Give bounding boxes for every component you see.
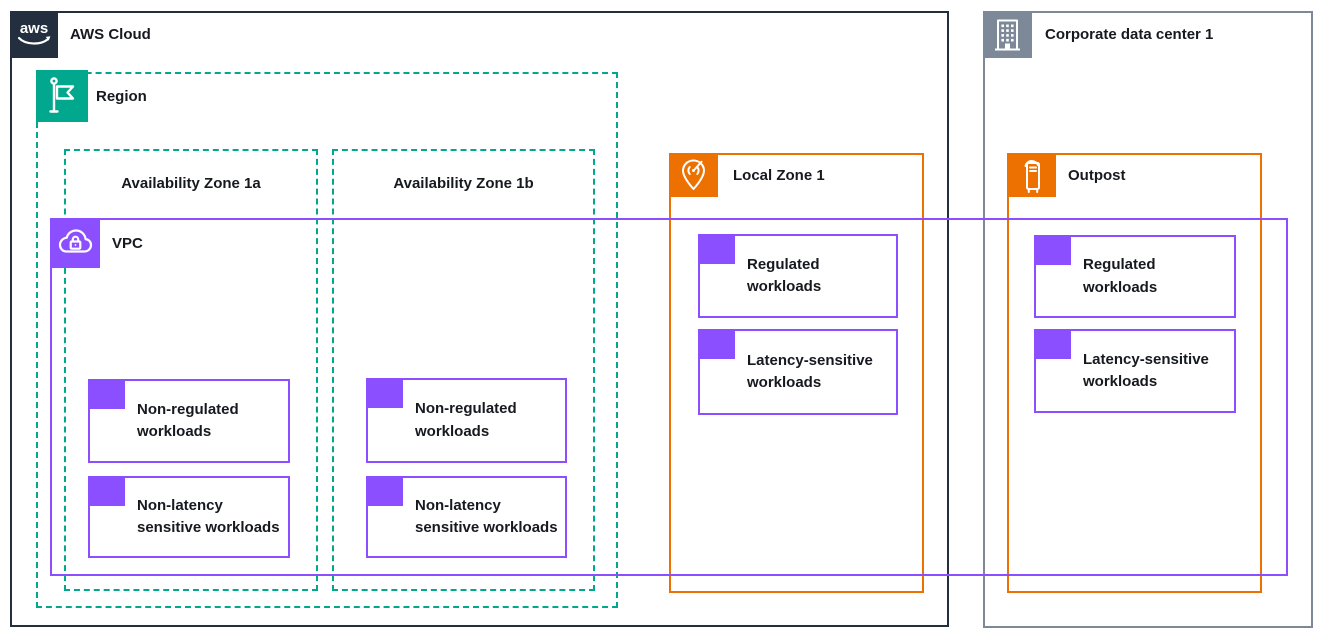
workload-box-outpost-regulated: Regulated workloads: [1034, 235, 1236, 318]
workload-corner-square: [88, 476, 125, 506]
workload-corner-square: [88, 379, 125, 409]
group-label-availability-zone-1a: Availability Zone 1a: [121, 175, 261, 192]
group-label-outpost: Outpost: [1068, 166, 1126, 184]
group-local-zone-1: Local Zone 1: [669, 153, 924, 593]
corporate-building-icon: [983, 11, 1032, 58]
workload-box-local-zone-latency-sensitive: Latency-sensitive workloads: [698, 329, 898, 415]
workload-label-line: workloads: [747, 278, 822, 295]
workload-label-line: workloads: [137, 423, 212, 440]
workload-label-line: Regulated: [747, 255, 820, 273]
workload-corner-square: [698, 234, 735, 264]
group-vpc: VPC: [50, 218, 1288, 576]
workload-label-line: Latency-sensitive: [1083, 350, 1209, 368]
workload-box-local-zone-regulated: Regulated workloads: [698, 234, 898, 318]
group-availability-zone-1a: Availability Zone 1a: [64, 149, 318, 591]
workload-box-az1b-non-latency: Non-latency sensitive workloads: [366, 476, 567, 558]
group-corporate-data-center: Corporate data center 1: [983, 11, 1313, 628]
group-label-corporate-data-center: Corporate data center 1: [1045, 26, 1214, 43]
group-label-local-zone-1: Local Zone 1: [733, 166, 825, 184]
group-availability-zone-1b: Availability Zone 1b: [332, 149, 595, 591]
workload-label-line: Regulated: [1083, 256, 1156, 273]
group-aws-cloud: aws AWS Cloud: [10, 11, 949, 627]
local-zone-pin-icon: [669, 153, 718, 197]
group-label-region: Region: [96, 87, 147, 105]
group-outpost: Outpost: [1007, 153, 1262, 593]
workload-box-outpost-latency-sensitive: Latency-sensitive workloads: [1034, 329, 1236, 413]
workload-corner-square: [1034, 235, 1071, 265]
workload-label-line: Non-regulated: [415, 400, 517, 417]
workload-corner-square: [1034, 329, 1071, 359]
workload-label-line: workloads: [747, 374, 822, 391]
workload-label-line: workloads: [415, 422, 490, 440]
region-flag-icon: [36, 70, 88, 122]
outpost-rack-icon: [1007, 153, 1056, 197]
workload-corner-square: [698, 329, 735, 359]
group-region: Region: [36, 70, 618, 608]
workload-label-line: Non-latency: [415, 496, 501, 514]
workload-label-line: workloads: [1083, 373, 1158, 390]
workload-box-az1a-non-latency: Non-latency sensitive workloads: [88, 476, 290, 558]
workload-corner-square: [366, 476, 403, 506]
group-label-vpc: VPC: [112, 234, 143, 252]
workload-label-line: sensitive workloads: [137, 519, 280, 536]
workload-box-az1b-non-regulated: Non-regulated workloads: [366, 378, 567, 463]
aws-logo-icon: aws: [10, 11, 58, 58]
workload-label-line: Non-latency: [137, 496, 223, 514]
vpc-cloud-lock-icon: [50, 218, 100, 268]
workload-box-az1a-non-regulated: Non-regulated workloads: [88, 379, 290, 463]
group-label-aws-cloud: AWS Cloud: [70, 26, 151, 43]
svg-text:aws: aws: [20, 20, 48, 37]
workload-label-line: sensitive workloads: [415, 519, 558, 536]
workload-label-line: Non-regulated: [137, 400, 239, 418]
workload-corner-square: [366, 378, 403, 408]
group-label-availability-zone-1b: Availability Zone 1b: [393, 175, 534, 192]
workload-label-line: Latency-sensitive: [747, 351, 873, 369]
workload-label-line: workloads: [1083, 278, 1158, 296]
